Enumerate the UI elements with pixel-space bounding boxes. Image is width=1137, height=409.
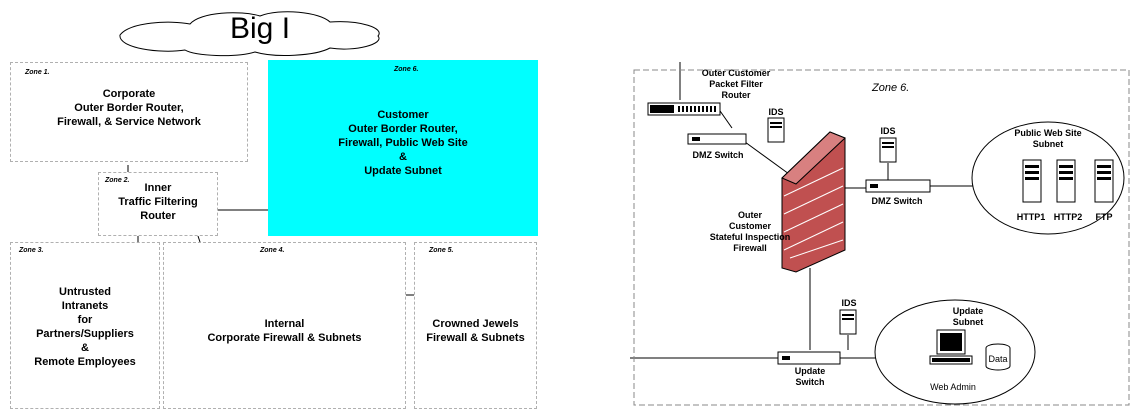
http2-label: HTTP2 [1048,212,1088,223]
dmz-switch-right-label: DMZ Switch [862,196,932,207]
server-icon [1057,160,1075,202]
server-icon [840,310,856,334]
zone-tag: Zone 5. [429,247,454,254]
zone-tag: Zone 3. [19,247,44,254]
server-icon [1023,160,1041,202]
firewall-label: Outer Customer Stateful Inspection Firew… [700,210,800,254]
switch-icon [866,180,930,192]
zone6-tag: Zone 6. [872,82,909,94]
zone4-box: Zone 4. Internal Corporate Firewall & Su… [163,242,406,409]
zone-tag: Zone 6. [394,66,419,73]
zone-description: Customer Outer Border Router, Firewall, … [268,108,538,178]
web-admin-label: Web Admin [918,382,988,393]
zone1-box: Zone 1. Corporate Outer Border Router, F… [10,62,248,162]
switch-icon [688,134,746,144]
server-icon [880,138,896,162]
zone-description: Untrusted Intranets for Partners/Supplie… [11,285,159,369]
dmz-switch-left-label: DMZ Switch [688,150,748,161]
zone5-box: Zone 5. Crowned Jewels Firewall & Subnet… [414,242,537,409]
server-icon [768,118,784,142]
zone-tag: Zone 4. [260,247,285,254]
data-label: Data [986,354,1010,365]
public-web-subnet-label: Public Web Site Subnet [998,128,1098,150]
update-switch-label: Update Switch [780,366,840,388]
update-subnet-label: Update Subnet [938,306,998,328]
switch-icon [778,352,840,364]
zone-description: Crowned Jewels Firewall & Subnets [415,317,536,345]
zone-description: Internal Corporate Firewall & Subnets [164,317,405,345]
router-icon [648,103,720,115]
http1-label: HTTP1 [1010,212,1052,223]
outer-router-label: Outer Customer Packet Filter Router [686,68,786,101]
zone2-box: Zone 2. Inner Traffic Filtering Router [98,172,218,236]
ids-mid-label: IDS [875,126,901,137]
zone-tag: Zone 1. [25,69,50,76]
zone-description: Inner Traffic Filtering Router [99,181,217,223]
ftp-label: FTP [1090,212,1118,223]
zone6-box: Zone 6. Customer Outer Border Router, Fi… [268,60,538,236]
zone3-box: Zone 3. Untrusted Intranets for Partners… [10,242,160,409]
zone-description: Corporate Outer Border Router, Firewall,… [11,87,247,129]
server-icon [1095,160,1113,202]
ids-top-label: IDS [763,107,789,118]
cloud-label: Big I [230,12,290,46]
ids-bottom-label: IDS [836,298,862,309]
